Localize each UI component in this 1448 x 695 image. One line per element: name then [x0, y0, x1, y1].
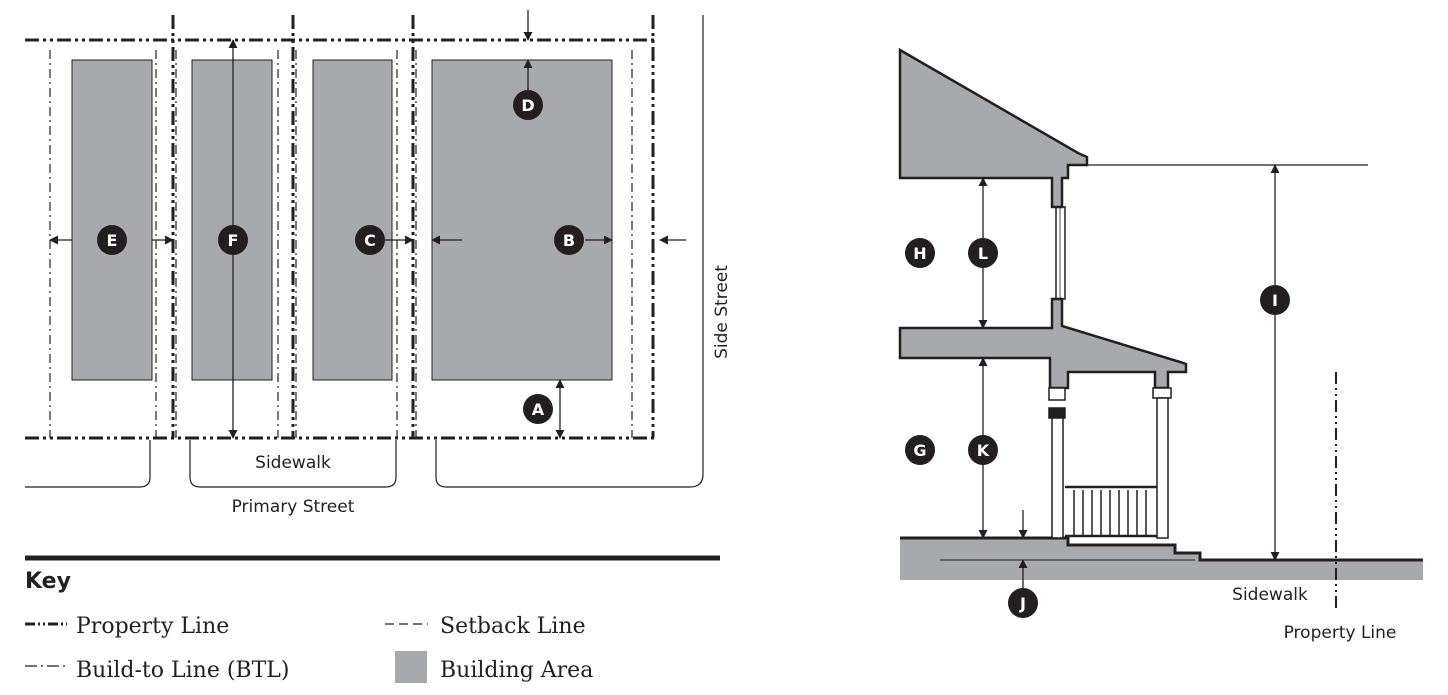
plan-sidewalk-label: Sidewalk	[255, 453, 331, 473]
marker-l: L	[968, 238, 998, 268]
svg-text:H: H	[913, 244, 926, 263]
side-street-label: Side Street	[712, 265, 732, 359]
sidewalk-edges	[25, 15, 704, 488]
key-item-building-area: Building Area	[395, 651, 593, 683]
section-markers: G H I J K L	[905, 238, 1290, 618]
site-plan: A B C D E F Sidewalk	[25, 10, 732, 517]
marker-k: K	[968, 435, 998, 465]
svg-text:E: E	[107, 231, 118, 250]
key: Key Property Line Setback Line Build-to …	[25, 555, 720, 683]
svg-text:F: F	[228, 231, 239, 250]
key-title: Key	[25, 569, 71, 594]
ground	[900, 538, 1423, 580]
svg-text:Build-to Line (BTL): Build-to Line (BTL)	[76, 658, 289, 683]
marker-g: G	[905, 435, 935, 465]
marker-b: B	[554, 225, 584, 255]
marker-a: A	[523, 394, 553, 424]
porch-railing	[1065, 485, 1157, 538]
upper-roof	[898, 47, 1089, 209]
svg-text:B: B	[563, 231, 575, 250]
building-area-lot-1	[71, 59, 153, 381]
svg-text:C: C	[364, 231, 376, 250]
section-property-line-label: Property Line	[1284, 623, 1397, 643]
floor-slab-and-porch-roof	[898, 297, 1188, 390]
building-section: G H I J K L Sidewalk	[898, 47, 1423, 643]
marker-i: I	[1260, 285, 1290, 315]
building-area-lot-3	[312, 59, 393, 381]
key-item-setback-line: Setback Line	[385, 614, 586, 639]
primary-street-label: Primary Street	[232, 497, 355, 517]
marker-c: C	[355, 225, 385, 255]
marker-h: H	[905, 238, 935, 268]
setback-lines	[49, 50, 633, 438]
svg-text:G: G	[913, 441, 926, 460]
key-item-build-to-line: Build-to Line (BTL)	[25, 658, 289, 683]
section-sidewalk-label: Sidewalk	[1232, 585, 1308, 605]
svg-text:Property Line: Property Line	[76, 614, 229, 639]
building-area-lot-2	[191, 59, 273, 381]
property-lines	[25, 15, 655, 440]
marker-j: J	[1008, 588, 1038, 618]
svg-text:Building Area: Building Area	[440, 658, 593, 683]
svg-text:D: D	[521, 96, 534, 115]
plan-markers: A B C D E F	[97, 90, 584, 424]
key-item-property-line: Property Line	[25, 614, 229, 639]
svg-text:Setback Line: Setback Line	[440, 614, 586, 639]
svg-text:A: A	[532, 400, 545, 419]
svg-text:I: I	[1272, 291, 1278, 310]
svg-text:L: L	[978, 244, 988, 263]
marker-d: D	[513, 90, 543, 120]
marker-e: E	[97, 225, 127, 255]
section-dimension-arrows	[978, 164, 1280, 590]
marker-f: F	[218, 225, 248, 255]
svg-text:K: K	[977, 441, 990, 460]
upper-wall	[1055, 206, 1066, 300]
svg-text:J: J	[1019, 594, 1026, 613]
porch-columns	[1048, 387, 1172, 539]
